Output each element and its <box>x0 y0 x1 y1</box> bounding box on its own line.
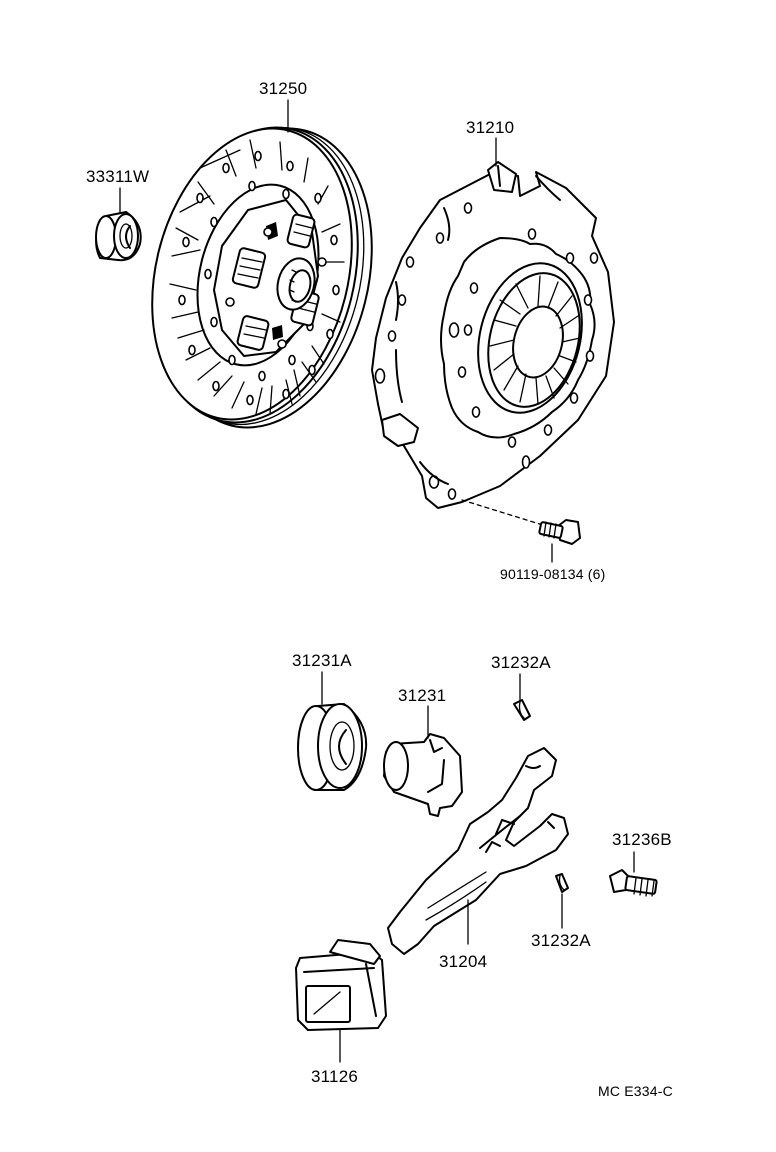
label-31210: 31210 <box>466 118 515 137</box>
label-90119-08134: 90119-08134 (6) <box>500 566 606 582</box>
label-31250: 31250 <box>259 79 308 98</box>
clutch-disc-part <box>151 126 373 429</box>
fork-bolt-part <box>609 869 658 897</box>
label-31236b: 31236B <box>612 830 672 849</box>
leader-lines <box>119 99 635 1063</box>
cover-bolt-part <box>538 519 581 545</box>
label-31232a-lower: 31232A <box>531 931 591 950</box>
label-33311w: 33311W <box>86 167 150 186</box>
release-bearing-part <box>297 703 368 791</box>
label-31231: 31231 <box>398 686 447 705</box>
clip-upper-part <box>513 699 531 721</box>
label-31232a-upper: 31232A <box>491 653 551 672</box>
release-fork-part <box>387 747 569 955</box>
pilot-bearing-part <box>95 211 142 262</box>
clip-lower-part <box>555 873 569 893</box>
label-31126: 31126 <box>311 1067 359 1086</box>
label-31204: 31204 <box>439 952 488 971</box>
label-31231a: 31231A <box>292 651 352 670</box>
boot-part <box>295 939 387 1031</box>
clutch-cover-part <box>371 161 615 527</box>
release-hub-part <box>383 733 463 817</box>
figure-code: MC E334-C <box>598 1083 673 1099</box>
